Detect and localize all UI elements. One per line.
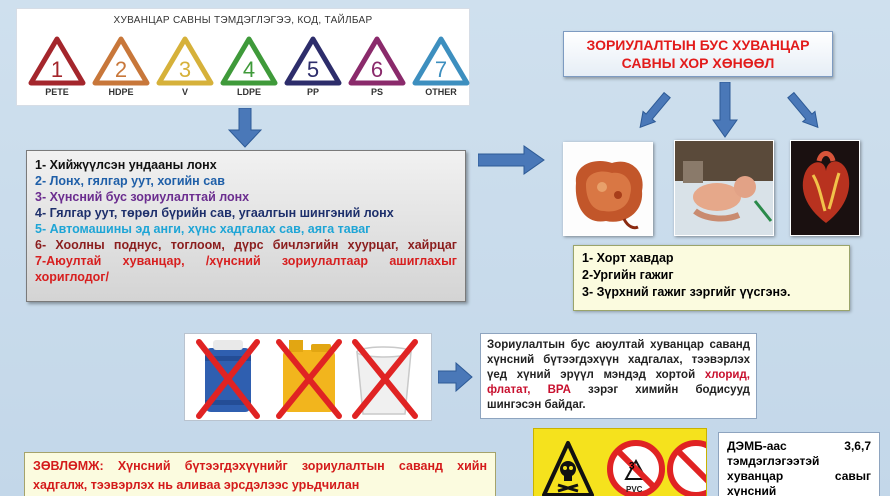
code-label: V bbox=[181, 87, 188, 97]
code-number: 2 bbox=[115, 57, 127, 82]
code-number: 3 bbox=[179, 57, 191, 82]
code-label: PP bbox=[306, 87, 319, 97]
code-label: LDPE bbox=[236, 87, 261, 97]
who-box: ДЭМБ-аас 3,6,7 тэмдэглэгээтэй хуванцар с… bbox=[718, 432, 880, 496]
recycle-triangle-icon: 2 bbox=[92, 36, 150, 86]
code-number: 5 bbox=[307, 57, 319, 82]
infant-image bbox=[674, 140, 774, 236]
code-number: 6 bbox=[371, 57, 383, 82]
recommendation-text: ЗӨВЛӨМЖ: Хүнсний бүтээгдэхүүнийг зориула… bbox=[33, 459, 487, 492]
code-number: 1 bbox=[51, 57, 63, 82]
chemical-info-box: Зориулалтын бус аюултай хуванцар саванд … bbox=[480, 333, 757, 419]
list-item: 2- Лонх, гялгар уут, хогийн сав bbox=[35, 174, 225, 188]
crossed-containers-image bbox=[196, 339, 418, 419]
recycle-triangle-icon: 5 bbox=[284, 36, 342, 86]
recycle-triangle-icon: 3 bbox=[156, 36, 214, 86]
effect-item: 1- Хорт хавдар bbox=[582, 251, 674, 265]
code-label: PS bbox=[370, 87, 383, 97]
arrow-right-icon bbox=[438, 362, 474, 392]
list-item: 3- Хүнсний бус зориулалттай лонх bbox=[35, 190, 250, 204]
recycle-triangle-icon: 1 bbox=[28, 36, 86, 86]
health-effects-box: 1- Хорт хавдар 2-Ургийн гажиг 3- Зүрхний… bbox=[573, 245, 850, 311]
highlight-chloride: хлорид, bbox=[704, 369, 750, 381]
effect-item: 3- Зүрхний гажиг зэргийг үүсгэнэ. bbox=[582, 285, 791, 299]
recycle-triangle-icon: 4 bbox=[220, 36, 278, 86]
arrow-right-icon bbox=[478, 145, 546, 175]
list-item: 1- Хийжүүлсэн ундааны лонх bbox=[35, 158, 217, 172]
who-text: хуванцар bbox=[727, 469, 784, 483]
who-text: ДЭМБ-аас bbox=[727, 439, 787, 453]
arrow-down-icon bbox=[712, 82, 738, 138]
arrow-down-left-icon bbox=[630, 88, 676, 136]
list-item: 4- Гялгар уут, төрөл бүрийн сав, угаалгы… bbox=[35, 206, 394, 220]
pvc-number: 3 bbox=[629, 461, 635, 472]
highlight-bpa: ВРА bbox=[547, 384, 571, 396]
arrow-down-right-icon bbox=[782, 88, 828, 136]
code-label: OTHER bbox=[425, 87, 457, 97]
list-item: 7-Аюултай хуванцар, /хүнсний зориулалтаа… bbox=[35, 254, 457, 284]
code-number: 4 bbox=[243, 57, 255, 82]
tumor-organ-image bbox=[563, 142, 653, 236]
recycle-triangle-icon: 7 bbox=[412, 36, 470, 86]
list-item: 5- Автомашины эд анги, хүнс хадгалах сав… bbox=[35, 222, 371, 236]
recommendation-box: ЗӨВЛӨМЖ: Хүнсний бүтээгдэхүүнийг зориула… bbox=[24, 452, 496, 496]
who-text: тэмдэглэгээтэй bbox=[727, 454, 820, 468]
code-number: 7 bbox=[435, 57, 447, 82]
harm-title: ЗОРИУЛАЛТЫН БУС ХУВАНЦАР САВНЫ ХОР ХӨНӨӨ… bbox=[563, 31, 833, 77]
codes-title: ХУВАНЦАР САВНЫ ТЭМДЭГЛЭГЭЭ, КОД, ТАЙЛБАР bbox=[113, 15, 373, 26]
list-item: 6- Хоолны поднус, тоглоом, дүрс бичлэгий… bbox=[35, 238, 457, 252]
code-label: PETE bbox=[45, 87, 69, 97]
who-text: 3,6,7 bbox=[844, 439, 871, 453]
recycle-triangle-icon: 6 bbox=[348, 36, 406, 86]
highlight-phthalate: флатат, bbox=[487, 384, 531, 396]
arrow-down-icon bbox=[228, 108, 262, 148]
warning-signs-panel: 3 PVC bbox=[533, 428, 707, 496]
who-text: хүнсний bbox=[727, 484, 777, 496]
harm-title-line2: САВНЫ ХОР ХӨНӨӨЛ bbox=[621, 55, 775, 71]
effect-item: 2-Ургийн гажиг bbox=[582, 268, 674, 282]
banned-containers-panel bbox=[184, 333, 432, 421]
heart-image bbox=[790, 140, 860, 236]
pvc-label: PVC bbox=[626, 485, 643, 494]
recycling-codes-panel: ХУВАНЦАР САВНЫ ТЭМДЭГЛЭГЭЭ, КОД, ТАЙЛБАР… bbox=[16, 8, 470, 106]
info-text: Зориулалтын бус аюултай хуванцар саванд … bbox=[487, 339, 750, 381]
harm-title-line1: ЗОРИУЛАЛТЫН БУС ХУВАНЦАР bbox=[586, 37, 810, 53]
who-text: савыг bbox=[834, 469, 871, 483]
info-text-end: зэрэг химийн бодисууд шингэсэн байдаг. bbox=[487, 384, 750, 411]
code-label: HDPE bbox=[108, 87, 134, 97]
plastic-uses-list: 1- Хийжүүлсэн ундааны лонх 2- Лонх, гялг… bbox=[26, 150, 466, 302]
